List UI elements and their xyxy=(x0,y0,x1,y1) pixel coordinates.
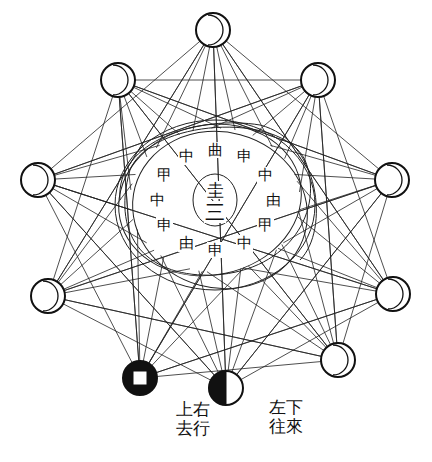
crescent-mark xyxy=(43,281,58,311)
glyph-label: 三 xyxy=(204,201,226,223)
link-line xyxy=(38,180,226,388)
link-line xyxy=(213,30,393,294)
coin-symbol xyxy=(123,361,157,395)
glyph-label: 圭 xyxy=(206,181,225,200)
moon-circle xyxy=(376,277,410,311)
glyph-label: 中 xyxy=(257,167,274,184)
link-line xyxy=(48,296,338,360)
half-moon-symbol xyxy=(209,371,243,405)
link-line xyxy=(48,180,392,296)
ray-line xyxy=(270,145,392,180)
moon-circle xyxy=(31,279,65,313)
glyph-label: 甲 xyxy=(257,217,274,234)
ray-line xyxy=(140,268,244,378)
link-line xyxy=(118,80,318,81)
crescent-mark xyxy=(333,345,348,375)
link-line xyxy=(38,180,393,294)
glyph-label: 中 xyxy=(236,235,253,252)
link-line xyxy=(213,30,393,294)
link-line xyxy=(38,180,226,388)
link-line xyxy=(48,80,118,296)
crescent-mark xyxy=(208,15,223,45)
ray-line xyxy=(226,250,276,388)
glyph-label: 中 xyxy=(178,148,195,165)
ray-line xyxy=(156,30,213,148)
link-line xyxy=(140,360,338,378)
half-moon-dark xyxy=(209,371,226,405)
glyph-label: 曲 xyxy=(207,142,224,159)
glyph-label: 中 xyxy=(149,192,166,209)
crescent-mark xyxy=(313,65,328,95)
glyph-label: 由 xyxy=(265,192,282,209)
link-line xyxy=(118,80,338,360)
link-line xyxy=(48,296,338,360)
link-line xyxy=(38,80,318,180)
crescent-mark xyxy=(388,279,403,309)
moon-circle xyxy=(301,63,335,97)
moon-circle xyxy=(196,13,230,47)
ray-line xyxy=(48,184,132,296)
crescent-mark xyxy=(33,165,48,195)
caption-label: 左下往來 xyxy=(268,398,304,435)
ray-line xyxy=(298,217,393,294)
moon-circle xyxy=(101,63,135,97)
link-line xyxy=(140,294,393,378)
link-line xyxy=(48,180,392,296)
glyph-label: 甲 xyxy=(156,167,173,184)
glyph-label: 申 xyxy=(236,148,253,165)
ray-line xyxy=(207,272,338,360)
ray-line xyxy=(213,30,272,147)
ray-line xyxy=(297,181,393,294)
link-line xyxy=(118,80,338,360)
glyph-label: 申 xyxy=(156,217,173,234)
ray-line xyxy=(226,269,241,388)
glyph-label: 申 xyxy=(207,242,224,259)
link-line xyxy=(38,80,318,180)
moon-circle xyxy=(321,343,355,377)
coin-hole xyxy=(134,372,146,384)
moon-circle xyxy=(21,163,55,197)
crescent-mark xyxy=(387,165,402,195)
ray-line xyxy=(48,269,190,296)
glyph-label: 由 xyxy=(178,235,195,252)
crescent-mark xyxy=(113,65,128,95)
link-line xyxy=(140,294,393,378)
moon-circle xyxy=(375,163,409,197)
ray-line xyxy=(140,271,202,378)
ray-line xyxy=(140,257,164,378)
ray-line xyxy=(282,244,338,360)
caption-label: 上右去行 xyxy=(175,400,211,437)
